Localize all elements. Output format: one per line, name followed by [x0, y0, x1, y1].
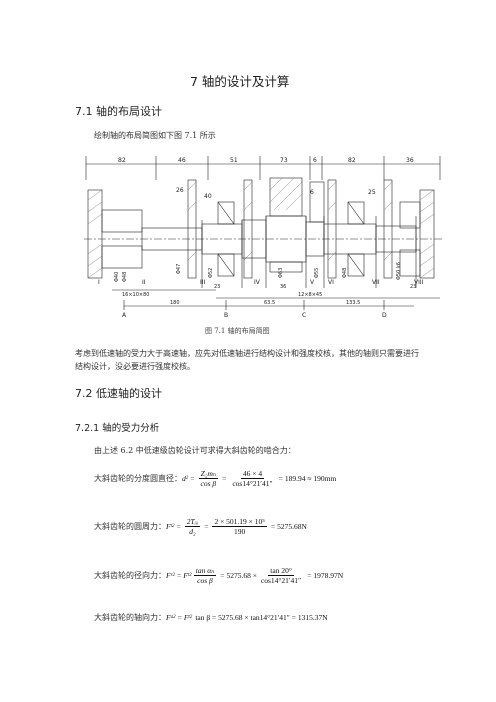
dia-label-4: Φ52 [208, 268, 214, 278]
formula-radial-lhs: F [166, 571, 171, 580]
formula-radial-label: 大斜齿轮的径向力： [94, 571, 166, 580]
dim-bottom-3: 36 [280, 284, 286, 290]
dim-bottom-7: 63.5 [264, 300, 275, 306]
dim-bottom-4: 12×8×45 [298, 292, 322, 298]
formula-axial-lhs: F [166, 613, 171, 622]
section-7-1-title: 7.1 轴的布局设计 [75, 105, 162, 118]
section-label-8: VIII [414, 279, 424, 286]
formula-radial-den1: cos β [197, 576, 213, 585]
formula-tangential-num2: 2 × 501.19 × 10⁵ [212, 517, 267, 527]
formula-diameter-num2: 46 × 4 [240, 469, 265, 479]
formula-tangential-result: 5275.68N [277, 522, 307, 531]
section-7-2-1-title: 7.2.1 轴的受力分析 [75, 423, 160, 434]
section-label-5: V [310, 279, 315, 286]
dim-bottom-2: 23 [214, 284, 220, 290]
point-a: A [122, 312, 127, 319]
formula-diameter-label: 大斜齿轮的分度圆直径： [94, 474, 182, 483]
dia-label-6: Φ55 [314, 268, 320, 278]
dim-top-6: 82 [348, 157, 356, 164]
dim-bottom-8: 133.5 [346, 300, 360, 306]
dia-label-3: Φ47 [176, 264, 182, 274]
paragraph-1-text: 考虑到低速轴的受力大于高速轴，应先对低速轴进行结构设计和强度校核，其他的轴则只需… [75, 349, 419, 371]
dia-label-8: Φ50 k6 [396, 262, 402, 280]
formula-axial-expr: tan β = 5275.68 × tan14°21′41″ = 1315.37… [195, 613, 328, 622]
formula-radial-num2: tan 20° [268, 566, 294, 576]
formula-diameter-lhs: d [182, 474, 186, 483]
dim-top-2: 46 [178, 157, 186, 164]
paragraph-1: 考虑到低速轴的受力大于高速轴，应先对低速轴进行结构设计和强度校核，其他的轴则只需… [75, 347, 421, 373]
point-d: D [382, 312, 387, 319]
paragraph-2: 由上述 6.2 中低速级齿轮设计可求得大斜齿轮的啮合力： [94, 446, 296, 455]
formula-diameter-num1: Z₂mₙ [198, 469, 218, 479]
dia-label-7: Φ48 [342, 268, 348, 278]
dim-top-3: 51 [230, 157, 238, 164]
section-7-1-text: 绘制轴的布局简图如下图 7.1 所示 [94, 131, 216, 140]
section-label-2: II [142, 279, 146, 286]
formula-radial-num1: tan αₙ [193, 566, 217, 576]
dim-bottom-1: 16×10×80 [122, 292, 149, 298]
shaft-layout-drawing: 82 46 51 73 6 82 36 26 40 6 25 Φ40 Φ48 Φ… [84, 156, 442, 319]
dia-label-2: Φ48 [122, 272, 128, 282]
dim-bottom-5: 23 [410, 284, 416, 290]
formula-tangential-den2: 190 [234, 527, 246, 536]
dim-side-1: 26 [176, 187, 184, 194]
formula-radial-mid: 5275.68 × [226, 571, 257, 580]
formula-tangential-den1: d₂ [189, 527, 196, 536]
section-label-3: III [200, 279, 206, 286]
figure-caption: 图 7.1 轴的布局简图 [205, 327, 270, 335]
formula-radial-result: 1978.97N [313, 571, 344, 580]
dim-side-4: 25 [368, 189, 376, 196]
section-label-7: VII [372, 279, 380, 286]
formula-diameter-den1: cos β [200, 479, 217, 488]
formula-diameter-den2: cos14°21′41″ [232, 479, 273, 488]
formula-radial-den2: cos14°21′41″ [260, 576, 302, 585]
formula-tangential-lhs: F [166, 522, 171, 531]
point-b: B [224, 312, 228, 319]
chapter-title: 7 轴的设计及计算 [190, 74, 290, 89]
section-label-1: I [98, 279, 100, 286]
section-label-4: IV [254, 279, 261, 286]
dia-label-1: Φ40 [114, 272, 120, 282]
dim-top-7: 36 [406, 157, 414, 164]
section-label-6: VI [328, 279, 334, 286]
formula-axial-label: 大斜齿轮的轴向力： [94, 613, 166, 622]
formula-tangential-num1: 2Tᵢᵢᵢ [184, 517, 201, 527]
dim-side-2: 40 [204, 193, 212, 200]
formula-tangential-label: 大斜齿轮的圆周力： [94, 522, 166, 531]
dim-side-3: 6 [310, 189, 314, 196]
formula-diameter-result: 189.94 ≈ 190mm [284, 474, 337, 483]
dia-label-5: Φ63 [278, 268, 284, 278]
point-c: C [302, 312, 306, 319]
dim-bottom-6: 180 [170, 300, 180, 306]
section-7-2-title: 7.2 低速轴的设计 [75, 387, 162, 400]
dim-top-5: 6 [313, 157, 317, 164]
dim-top-1: 82 [118, 157, 126, 164]
dim-top-4: 73 [280, 157, 288, 164]
